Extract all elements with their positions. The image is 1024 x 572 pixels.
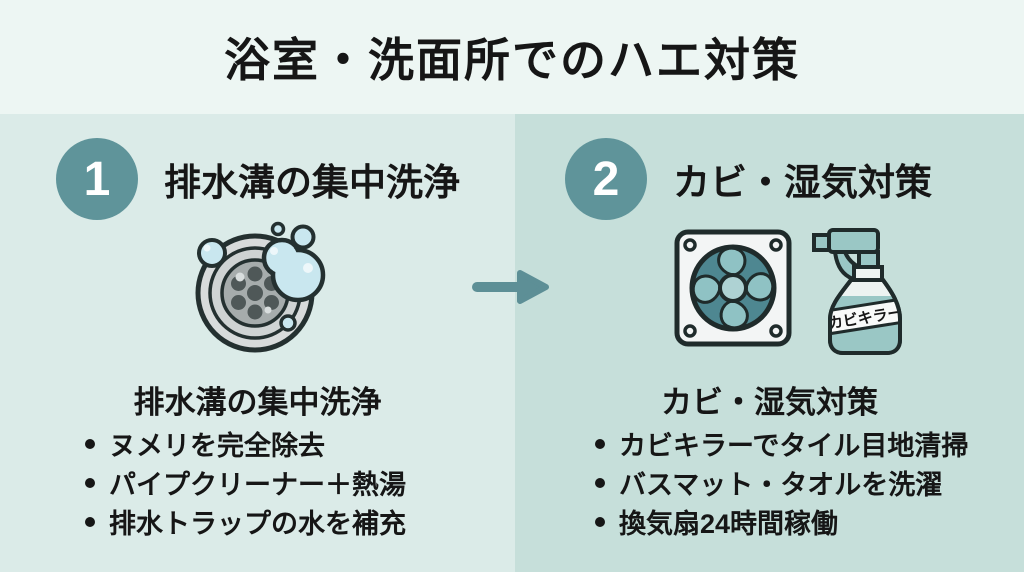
bullet-text: 排水トラップの水を補充	[109, 509, 406, 539]
bullet-text: ヌメリを完全除去	[109, 431, 325, 461]
step-2-bullet-list: カビキラーでタイル目地清掃 バスマット・タオルを洗濯 換気扇24時間稼働	[595, 424, 968, 541]
spray-bottle-icon: カビキラー	[808, 223, 908, 358]
bullet-text: パイプクリーナー＋熱湯	[109, 470, 406, 500]
step-1-bullet-list: ヌメリを完全除去 パイプクリーナー＋熱湯 排水トラップの水を補充	[85, 424, 406, 541]
bullet-text: 換気扇24時間稼働	[619, 509, 839, 539]
step-1-number-badge: 1	[56, 138, 138, 220]
bullet-item: パイプクリーナー＋熱湯	[85, 463, 406, 502]
bullet-item: ヌメリを完全除去	[85, 424, 406, 463]
bullet-dot	[595, 516, 605, 527]
exhaust-fan-icon	[673, 228, 793, 348]
step-2-panel: 2 カビ・湿気対策	[515, 114, 1024, 572]
infographic-title: 浴室・洗面所でのハエ対策	[224, 34, 800, 86]
step-1-subtitle: 排水溝の集中洗浄	[133, 385, 382, 420]
step-2-header: 2 カビ・湿気対策	[565, 138, 932, 220]
drain-icon	[170, 218, 345, 355]
step-1-heading: 排水溝の集中洗浄	[164, 162, 460, 203]
step-1-panel: 1 排水溝の集中洗浄	[0, 114, 515, 572]
step-2-heading: カビ・湿気対策	[673, 162, 932, 203]
step-2-subtitle: カビ・湿気対策	[661, 385, 878, 420]
bullet-text: バスマット・タオルを洗濯	[619, 470, 943, 500]
bullet-dot	[595, 438, 605, 449]
bullet-item: バスマット・タオルを洗濯	[595, 463, 968, 502]
bullet-dot	[595, 477, 605, 488]
bullet-item: 排水トラップの水を補充	[85, 502, 406, 541]
bullet-item: 換気扇24時間稼働	[595, 502, 968, 541]
bullet-dot	[85, 438, 95, 449]
bullet-text: カビキラーでタイル目地清掃	[619, 431, 969, 461]
bullet-dot	[85, 477, 95, 488]
bullet-dot	[85, 516, 95, 527]
arrow-right-icon	[470, 268, 554, 306]
step-1-header: 1 排水溝の集中洗浄	[56, 138, 460, 220]
bullet-item: カビキラーでタイル目地清掃	[595, 424, 968, 463]
step-2-number-badge: 2	[565, 138, 647, 220]
header-band: 浴室・洗面所でのハエ対策	[0, 0, 1024, 114]
